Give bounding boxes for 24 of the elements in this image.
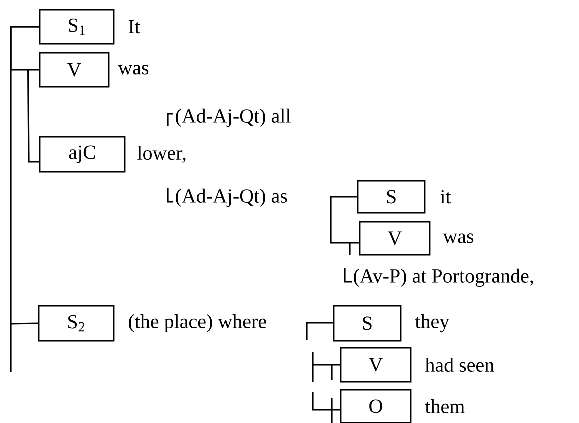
phrase-label: (Av-P) at Portogrande,	[354, 268, 534, 288]
tree-line	[28, 70, 40, 163]
tree-line	[10, 26, 40, 71]
grammar-box: O	[340, 389, 412, 423]
word-text: It	[128, 20, 140, 34]
phrase-label: (Ad-Aj-Qt) all	[176, 108, 291, 128]
grammar-box: V	[340, 347, 412, 383]
word-text: lower,	[138, 146, 186, 163]
word-text: was	[118, 65, 149, 75]
word-text: (the place) where	[129, 314, 266, 333]
word-text: was	[443, 234, 474, 244]
word-text: they	[415, 314, 450, 333]
word-text: them	[425, 399, 465, 414]
grammar-box: S	[357, 180, 426, 214]
grammar-box: S$_{2}$	[38, 305, 115, 342]
tree-line	[330, 196, 360, 244]
word-text: it	[440, 190, 452, 204]
grammar-box: V	[39, 52, 110, 88]
grammar-box: S	[333, 305, 402, 342]
grammar-box: S$_{1}$	[39, 9, 115, 45]
grammar-box: V	[359, 221, 431, 256]
grammar-box: ajC	[39, 136, 126, 173]
phrase-label: (Ad-Aj-Qt) as	[176, 188, 288, 208]
word-text: had seen	[425, 358, 494, 372]
